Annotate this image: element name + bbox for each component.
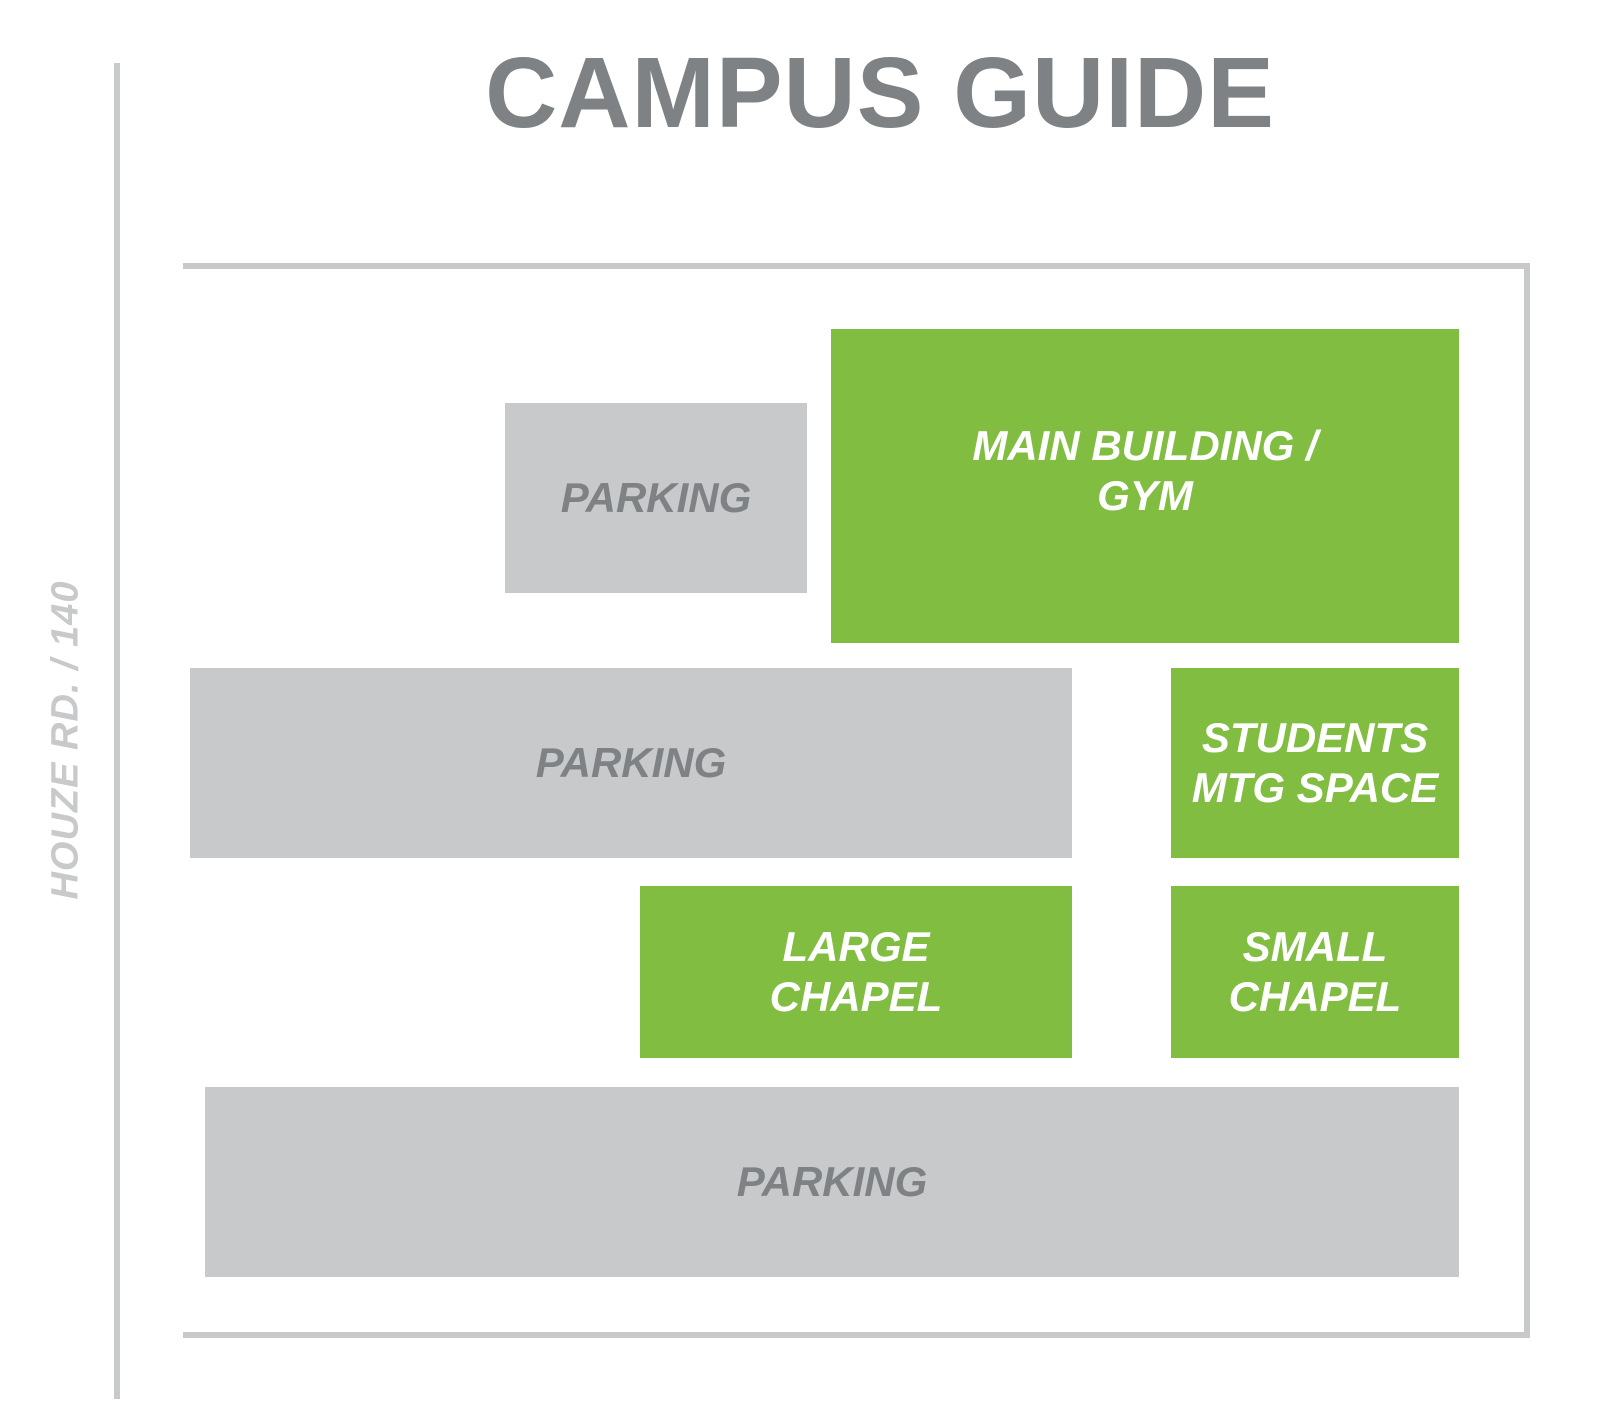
page-title: CAMPUS GUIDE [485, 37, 1275, 149]
parking-lot-south: PARKING [205, 1087, 1459, 1277]
main-building-gym: MAIN BUILDING / GYM [831, 329, 1459, 643]
large-chapel: LARGE CHAPEL [640, 886, 1072, 1058]
parking-lot-middle: PARKING [190, 668, 1072, 858]
campus-boundary-right [1524, 263, 1530, 1338]
road-line [114, 63, 120, 1399]
campus-boundary-top [183, 263, 1530, 269]
parking-lot-north: PARKING [505, 403, 807, 593]
students-mtg-space: STUDENTS MTG SPACE [1171, 668, 1459, 858]
road-label: HOUZE RD. / 140 [44, 580, 87, 900]
campus-boundary-bottom [183, 1332, 1530, 1338]
small-chapel: SMALL CHAPEL [1171, 886, 1459, 1058]
